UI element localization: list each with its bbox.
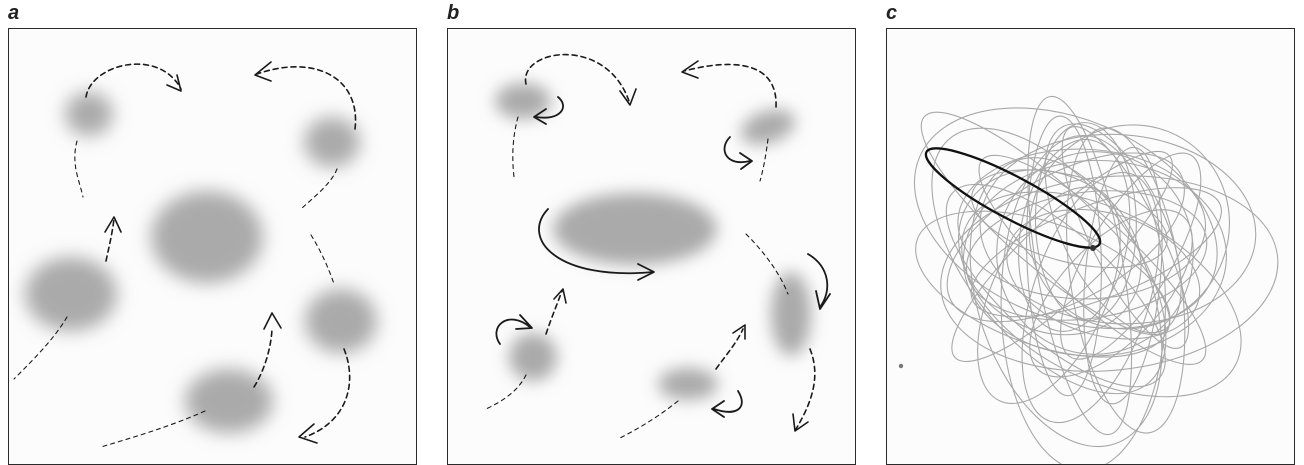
trajectory-line	[86, 64, 181, 97]
orbit-path	[1035, 134, 1227, 378]
blob	[25, 257, 117, 331]
trajectory-line	[311, 235, 334, 284]
panel-b	[447, 28, 856, 465]
arrow-head	[816, 291, 830, 309]
blob	[495, 83, 551, 119]
panel-c	[886, 28, 1295, 465]
panel-a-label: a	[8, 2, 19, 24]
trajectory-line	[101, 411, 205, 447]
trajectory-line	[684, 64, 776, 107]
panel-a	[8, 28, 417, 465]
trajectory-line	[301, 169, 337, 209]
trajectory-line	[618, 401, 678, 439]
blob	[509, 333, 557, 381]
trajectory-line	[75, 141, 83, 197]
trajectory-line	[546, 291, 562, 334]
trajectory-line	[106, 219, 114, 261]
trajectory-line	[513, 117, 518, 177]
blob	[304, 117, 360, 167]
blob	[658, 368, 718, 400]
blob	[553, 193, 717, 265]
rotation-arrow	[714, 391, 742, 412]
arrow-head	[264, 313, 281, 329]
panel-c-label: c	[886, 2, 897, 24]
blob	[65, 92, 113, 136]
orbit-tangle	[887, 65, 1287, 465]
orbit-focus-dot	[1090, 245, 1096, 251]
stray-dot	[899, 364, 903, 368]
panel-b-diagram	[448, 29, 856, 465]
arrow-head	[167, 75, 181, 91]
orbit-path	[991, 188, 1215, 360]
trajectory-line	[486, 375, 526, 409]
blob	[151, 191, 263, 283]
blob	[185, 369, 273, 433]
blob	[771, 272, 811, 356]
trajectory-line	[716, 329, 743, 369]
blob	[305, 289, 377, 353]
trajectory-line	[796, 349, 815, 429]
panel-b-label: b	[447, 2, 459, 24]
arrow-head	[255, 62, 271, 81]
panel-c-diagram	[887, 29, 1295, 465]
trajectory-line	[305, 349, 350, 437]
trajectory-line	[760, 139, 768, 181]
panel-a-diagram	[9, 29, 417, 465]
blob	[736, 103, 799, 151]
